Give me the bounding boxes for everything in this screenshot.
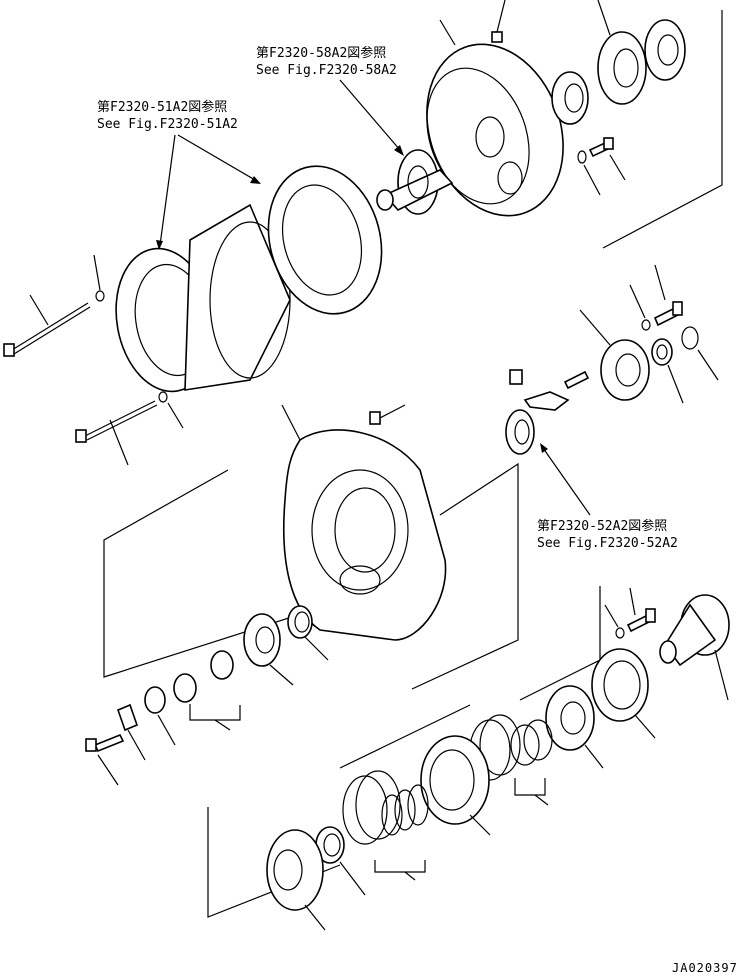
lock-plug (509, 369, 523, 385)
flange-group (579, 264, 719, 404)
lower-right-gear-group (469, 587, 730, 806)
bolt-lower (85, 733, 125, 786)
seal-ring (287, 605, 329, 661)
reference-en-51a2: See Fig.F2320-51A2 (97, 117, 238, 132)
lock-washer-lower (116, 703, 146, 761)
bolt (588, 137, 626, 181)
bolt-right (626, 587, 656, 633)
bearing-small (551, 71, 589, 125)
washer-right (604, 604, 625, 639)
nut (651, 338, 684, 404)
clutch-discs-left (342, 770, 429, 881)
reference-label-52a2: 第F2320-52A2図参照 See Fig.F2320-52A2 (537, 518, 678, 551)
planetary-carrier-assembly (376, 0, 686, 217)
gear-ring (597, 0, 647, 105)
case-breather-plug (369, 404, 406, 425)
reference-jp-52a2: 第F2320-52A2図参照 (537, 518, 667, 534)
clutch-piston (420, 735, 491, 836)
lock-parts (505, 369, 590, 455)
spacer-ring (315, 826, 366, 896)
transmission-case (281, 404, 447, 641)
sun-gear (266, 829, 326, 931)
reference-jp-58a2: 第F2320-58A2図参照 (256, 45, 386, 61)
flange-bolt (653, 264, 683, 327)
washer-upper (93, 254, 105, 302)
output-shaft (376, 149, 454, 215)
document-number: JA020397 (672, 961, 738, 975)
washer-lower (158, 391, 184, 429)
snap-ring (577, 150, 601, 196)
reference-en-58a2: See Fig.F2320-58A2 (256, 63, 397, 78)
long-bolt-lower (75, 400, 158, 466)
lock-bolt (563, 370, 590, 390)
carrier-housing (426, 19, 564, 217)
clutch-housing-body (184, 203, 291, 391)
reference-label-58a2: 第F2320-58A2図参照 See Fig.F2320-58A2 (256, 45, 397, 78)
cover-plate (591, 648, 656, 739)
gear-shaft-right (659, 594, 730, 701)
snap-rings-lower (510, 719, 553, 806)
long-bolt-upper (3, 294, 91, 357)
reference-en-52a2: See Fig.F2320-52A2 (537, 536, 678, 551)
roller-bearing (644, 19, 686, 81)
thrust-washers (144, 650, 241, 746)
lock-plate (523, 391, 570, 411)
clutch-housing-rear (267, 165, 383, 315)
reference-jp-51a2: 第F2320-51A2図参照 (97, 99, 227, 115)
planet-carrier-lower (545, 685, 604, 769)
retaining-ring (681, 326, 719, 381)
clutch-hub (243, 613, 294, 686)
clutch-pack (266, 735, 491, 931)
reference-arrows (156, 79, 591, 516)
top-plug (491, 0, 506, 43)
coupling-flange (579, 309, 650, 401)
lower-left-parts (85, 605, 329, 786)
clutch-housing-assembly (3, 165, 383, 466)
reference-label-51a2: 第F2320-51A2図参照 See Fig.F2320-51A2 (97, 99, 238, 132)
lock-collar (505, 409, 535, 455)
flange-washer (629, 284, 651, 331)
